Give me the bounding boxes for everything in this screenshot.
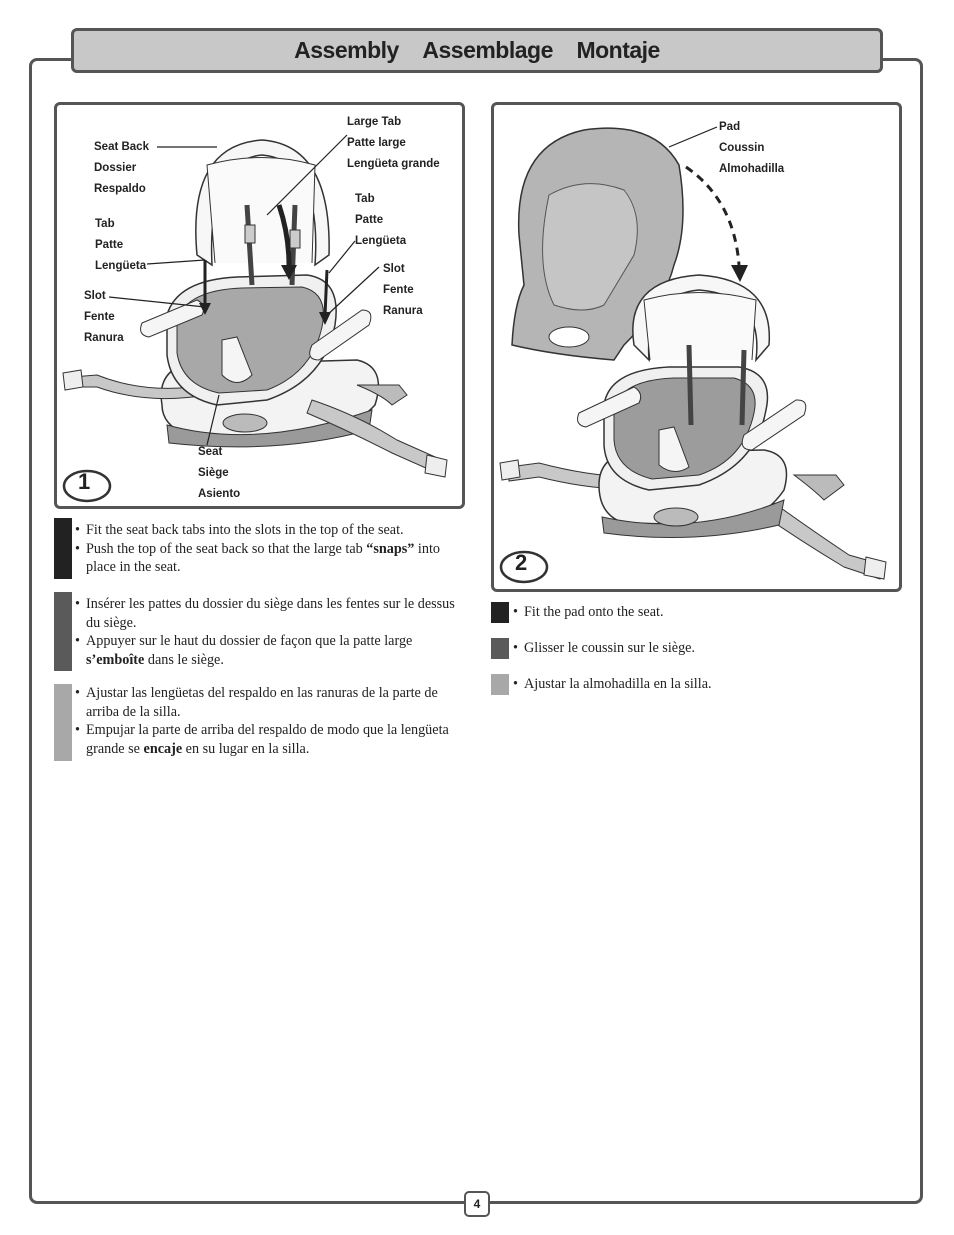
- instructions-spanish-step2: Ajustar la almohadilla en la silla.: [513, 675, 893, 694]
- seat-back-illustration: [62, 134, 448, 503]
- spanish-color-bar: [491, 674, 509, 695]
- instructions-spanish-step1: Ajustar las lengüetas del respaldo en la…: [75, 684, 470, 758]
- instructions-english-step1: Fit the seat back tabs into the slots in…: [75, 521, 470, 577]
- instructions-french-step1: Insérer les pattes du dossier du siège d…: [75, 595, 470, 669]
- title-english: Assembly: [294, 37, 399, 63]
- instructions-french-step2: Glisser le coussin sur le siège.: [513, 639, 893, 658]
- section-banner: Assembly Assemblage Montaje: [71, 28, 883, 73]
- french-color-bar: [54, 592, 72, 671]
- english-color-bar: [491, 602, 509, 623]
- page-number: 4: [464, 1191, 490, 1217]
- title-french: Assemblage: [422, 37, 553, 63]
- instructions-english-step2: Fit the pad onto the seat.: [513, 603, 893, 622]
- english-color-bar: [54, 518, 72, 579]
- title-spanish: Montaje: [576, 37, 660, 63]
- step-number: 2: [515, 550, 528, 575]
- pad-illustration: [499, 126, 887, 584]
- spanish-color-bar: [54, 684, 72, 761]
- banner-title: Assembly Assemblage Montaje: [294, 37, 660, 64]
- french-color-bar: [491, 638, 509, 659]
- step-number: 1: [78, 469, 91, 494]
